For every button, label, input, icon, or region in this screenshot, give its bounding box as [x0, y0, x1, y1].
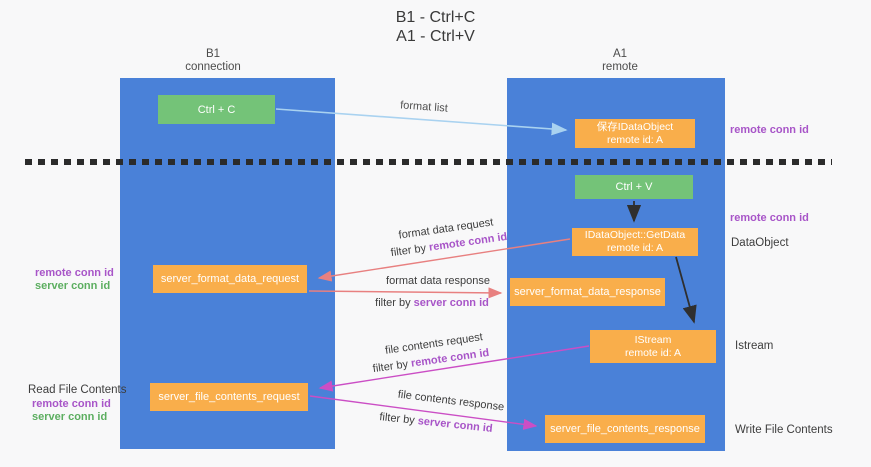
- session-divider-dashed-line: [25, 159, 832, 165]
- filter-prefix: filter by: [390, 241, 430, 260]
- filter-prefix: filter by: [378, 411, 419, 428]
- label-format-data-response: format data response: [386, 275, 490, 287]
- box-idataobject-getdata-line2: remote id: A: [606, 242, 664, 254]
- label-format-list: format list: [399, 99, 449, 115]
- box-save-idataobject-line2: remote id: A: [606, 133, 664, 146]
- box-server-format-data-request-label: server_format_data_request: [160, 273, 300, 285]
- filter-prefix: filter by: [375, 297, 414, 309]
- annotation-left-server-conn-id-top: server conn id: [35, 280, 111, 292]
- title-line-ctrl-c: B1 - Ctrl+C: [395, 9, 476, 26]
- diagram-title: B1 - Ctrl+C A1 - Ctrl+V: [0, 8, 871, 46]
- actor-a1-name: A1: [612, 48, 628, 60]
- keyword-server-conn-id: server conn id: [413, 297, 489, 309]
- box-server-file-contents-request-label: server_file_contents_request: [158, 391, 300, 403]
- actor-b1-header: B1 connection: [143, 48, 283, 74]
- box-ctrl-v-label: Ctrl + V: [615, 181, 653, 193]
- actor-a1-role: remote: [602, 61, 638, 73]
- label-file-contents-response: file contents response: [397, 388, 505, 414]
- filter-prefix: filter by: [372, 357, 412, 376]
- title-line-ctrl-v: A1 - Ctrl+V: [396, 28, 475, 45]
- keyword-server-conn-id: server conn id: [417, 415, 494, 435]
- annotation-istream: Istream: [735, 340, 774, 352]
- annotation-read-file-contents: Read File Contents: [28, 384, 127, 396]
- actor-b1-role: connection: [185, 61, 241, 73]
- annotation-left-server-conn-id-bottom: server conn id: [32, 411, 108, 423]
- box-istream-line2: remote id: A: [624, 346, 682, 359]
- label-file-contents-response-filter: filter by server conn id: [379, 411, 493, 435]
- box-ctrl-c-label: Ctrl + C: [197, 103, 236, 116]
- annotation-write-file-contents: Write File Contents: [735, 424, 833, 436]
- box-server-file-contents-response-label: server_file_contents_response: [550, 423, 700, 435]
- box-server-format-data-response-label: server_format_data_response: [514, 286, 661, 298]
- label-format-data-response-filter: filter by server conn id: [375, 297, 489, 309]
- annotation-remote-conn-id-top: remote conn id: [730, 124, 809, 136]
- actor-b1-name: B1: [205, 48, 221, 60]
- annotation-dataobject: DataObject: [731, 237, 789, 249]
- box-server-format-data-response: server_format_data_response: [510, 278, 665, 306]
- arrow-format-data-response: [308, 287, 503, 299]
- annotation-left-remote-conn-id-top: remote conn id: [35, 267, 114, 279]
- box-ctrl-v: Ctrl + V: [575, 175, 693, 199]
- box-istream: IStream remote id: A: [590, 330, 716, 363]
- box-server-file-contents-request: server_file_contents_request: [150, 383, 308, 411]
- annotation-remote-conn-id-mid: remote conn id: [730, 212, 809, 224]
- box-ctrl-c: Ctrl + C: [158, 95, 275, 124]
- box-idataobject-getdata: IDataObject::GetData remote id: A: [572, 228, 698, 256]
- box-save-idataobject: 保存IDataObject remote id: A: [575, 119, 695, 148]
- box-server-format-data-request: server_format_data_request: [153, 265, 307, 293]
- actor-a1-header: A1 remote: [550, 48, 690, 74]
- annotation-left-remote-conn-id-bottom: remote conn id: [32, 398, 111, 410]
- box-istream-line1: IStream: [634, 333, 672, 346]
- box-save-idataobject-line1: 保存IDataObject: [596, 120, 674, 133]
- box-idataobject-getdata-line1: IDataObject::GetData: [584, 229, 686, 241]
- box-server-file-contents-response: server_file_contents_response: [545, 415, 705, 443]
